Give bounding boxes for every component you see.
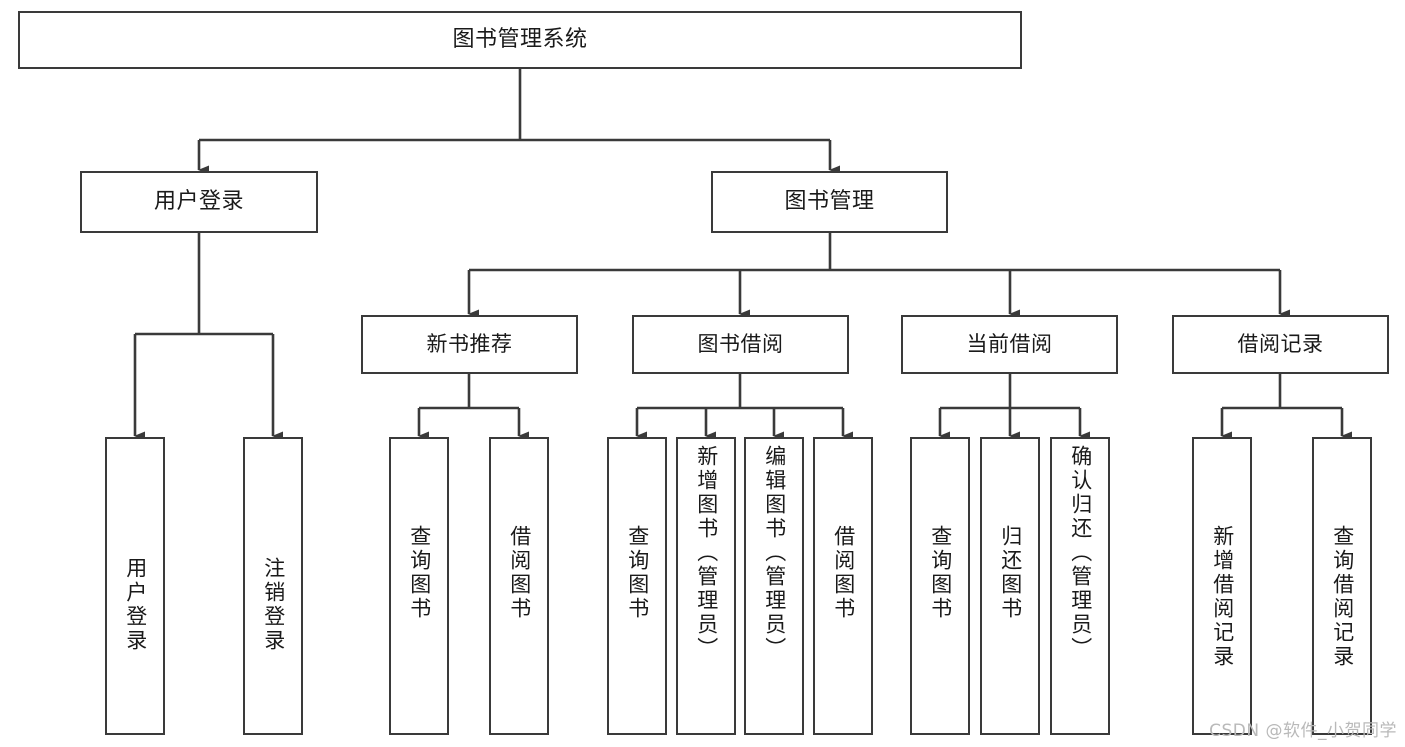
- node-label: 用户登录: [153, 189, 244, 215]
- node-leaf-return-book[interactable]: 归还图书: [980, 437, 1040, 735]
- node-root-book-management-system[interactable]: 图书管理系统: [18, 11, 1022, 69]
- node-leaf-user-login[interactable]: 用户登录: [105, 437, 165, 735]
- node-current-borrow[interactable]: 当前借阅: [901, 315, 1118, 374]
- node-leaf-logout[interactable]: 注销登录: [243, 437, 303, 735]
- node-leaf-query-book-borrow[interactable]: 查询图书: [607, 437, 667, 735]
- node-label: 图书管理系统: [452, 27, 588, 53]
- node-label: 图书管理: [784, 189, 875, 215]
- node-label: 用户登录: [123, 557, 148, 653]
- node-leaf-edit-book-admin[interactable]: 编辑图书（管理员）: [744, 437, 804, 735]
- node-user-login[interactable]: 用户登录: [80, 171, 318, 233]
- node-leaf-borrow-book-recommend[interactable]: 借阅图书: [489, 437, 549, 735]
- node-label: 查询图书: [928, 525, 953, 621]
- node-label: 借阅图书: [831, 525, 856, 621]
- node-label: 借阅记录: [1237, 332, 1324, 357]
- node-leaf-query-book-current[interactable]: 查询图书: [910, 437, 970, 735]
- node-book-borrow[interactable]: 图书借阅: [632, 315, 849, 374]
- node-label: 查询借阅记录: [1330, 525, 1355, 669]
- node-new-book-recommend[interactable]: 新书推荐: [361, 315, 578, 374]
- node-label: 编辑图书（管理员）: [762, 445, 787, 661]
- node-label: 新增图书（管理员）: [694, 445, 719, 661]
- node-label: 注销登录: [261, 557, 286, 653]
- node-leaf-add-borrow-record[interactable]: 新增借阅记录: [1192, 437, 1252, 735]
- node-label: 查询图书: [625, 525, 650, 621]
- node-label: 当前借阅: [966, 332, 1053, 357]
- node-borrow-record[interactable]: 借阅记录: [1172, 315, 1389, 374]
- node-label: 借阅图书: [507, 525, 532, 621]
- node-book-management[interactable]: 图书管理: [711, 171, 948, 233]
- node-label: 图书借阅: [697, 332, 784, 357]
- node-label: 新书推荐: [426, 332, 513, 357]
- node-leaf-borrow-book[interactable]: 借阅图书: [813, 437, 873, 735]
- node-label: 确认归还（管理员）: [1068, 445, 1093, 661]
- node-label: 新增借阅记录: [1210, 525, 1235, 669]
- node-label: 归还图书: [998, 525, 1023, 621]
- node-leaf-add-book-admin[interactable]: 新增图书（管理员）: [676, 437, 736, 735]
- node-leaf-query-book-recommend[interactable]: 查询图书: [389, 437, 449, 735]
- node-label: 查询图书: [407, 525, 432, 621]
- node-leaf-query-borrow-record[interactable]: 查询借阅记录: [1312, 437, 1372, 735]
- watermark-text: CSDN @软件_小贺同学: [1209, 721, 1397, 741]
- node-leaf-confirm-return-admin[interactable]: 确认归还（管理员）: [1050, 437, 1110, 735]
